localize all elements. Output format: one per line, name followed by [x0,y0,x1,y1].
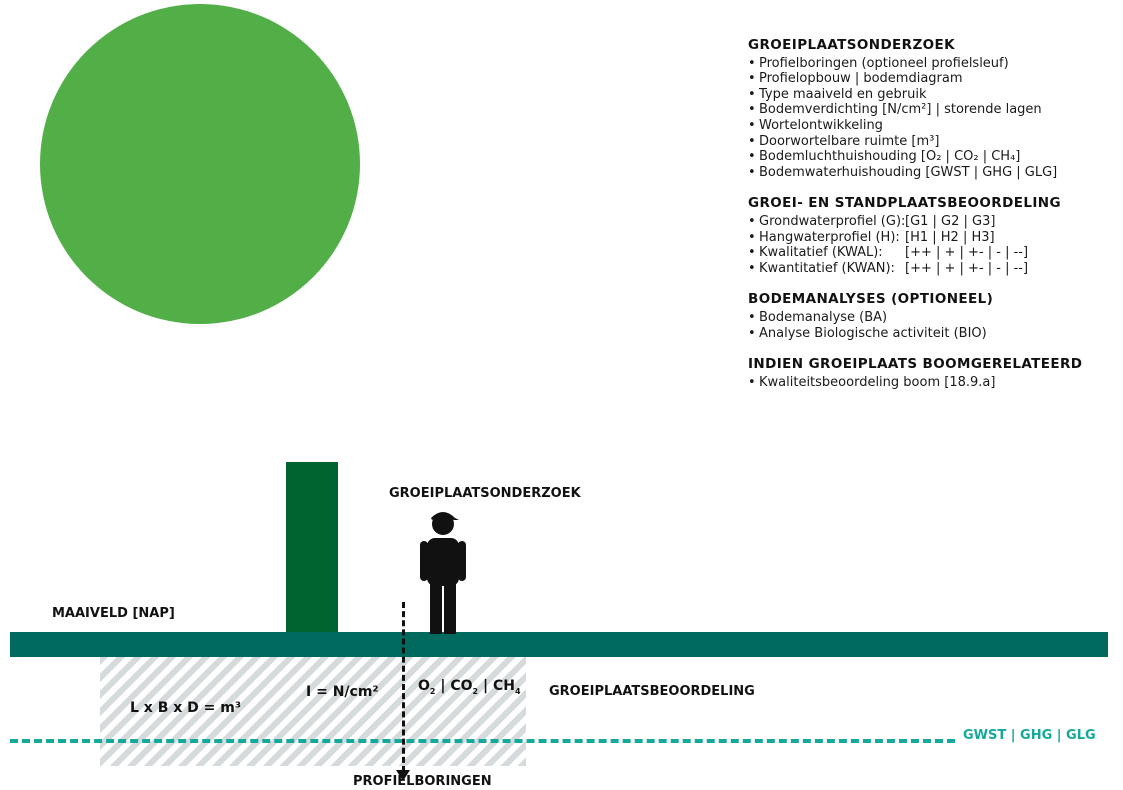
soil-block [100,657,526,766]
gas-formula: O2 | CO2 | CH4 [418,678,521,696]
section-groeiplaatsonderzoek: GROEIPLAATSONDERZOEK Profielboringen (op… [748,37,1118,181]
row-key: Kwantitatief (KWAN): [759,260,895,276]
row-value: [G1 | G2 | G3] [905,213,996,229]
list-item: Kwantitatief (KWAN): [++ | + | +- | - | -… [748,261,1118,277]
list-item: Profielboringen (optioneel profielsleuf) [748,56,1118,72]
list-item: Bodemverdichting [N/cm²] | storende lage… [748,102,1118,118]
section-title: GROEI- EN STANDPLAATSBEOORDELING [748,195,1061,212]
arrow-down-icon [396,770,410,781]
section-title: BODEMANALYSES (OPTIONEEL) [748,291,994,308]
row-key: Hangwaterprofiel (H): [759,229,900,245]
list-item: Grondwaterprofiel (G):[G1 | G2 | G3] [748,214,1118,230]
compaction-formula: I = N/cm² [306,684,379,700]
row-value: [++ | + | +- | - | --] [905,260,1029,276]
groundwater-line [10,739,955,743]
ground-surface [10,632,1108,657]
row-key: Grondwaterprofiel (G): [759,213,906,229]
section-bodemanalyses: BODEMANALYSES (OPTIONEEL) Bodemanalyse (… [748,292,1118,341]
list-item: Bodemluchthuishouding [O₂ | CO₂ | CH₄] [748,149,1118,165]
list-item: Bodemwaterhuishouding [GWST | GHG | GLG] [748,165,1118,181]
profile-boring-line [402,602,405,772]
groeiplaatsbeoordeling-label: GROEIPLAATSBEOORDELING [549,684,755,699]
section-groei-standplaatsbeoordeling: GROEI- EN STANDPLAATSBEOORDELING Grondwa… [748,196,1118,276]
list-item: Doorwortelbare ruimte [m³] [748,134,1118,150]
groeiplaatsonderzoek-label: GROEIPLAATSONDERZOEK [389,486,581,501]
list-item: Profielopbouw | bodemdiagram [748,71,1118,87]
list-item: Wortelontwikkeling [748,118,1118,134]
profielboringen-label: PROFIELBORINGEN [353,774,492,789]
list-item: Kwalitatief (KWAL): [++ | + | +- | - | --… [748,245,1118,261]
row-value: [H1 | H2 | H3] [905,229,995,245]
row-key: Kwalitatief (KWAL): [759,245,883,261]
list-item: Bodemanalyse (BA) [748,310,1118,326]
groundwater-label: GWST | GHG | GLG [963,728,1096,743]
section-boomgerelateerd: INDIEN GROEIPLAATS BOOMGERELATEERD Kwali… [748,356,1118,391]
volume-formula: L x B x D = m³ [130,700,241,716]
tree-canopy [40,4,360,324]
person-icon [420,512,466,634]
section-title: INDIEN GROEIPLAATS BOOMGERELATEERD [748,356,1083,373]
tree-trunk [286,462,338,634]
list-item: Analyse Biologische activiteit (BIO) [748,326,1118,342]
row-value: [++ | + | +- | - | --] [905,245,1029,261]
list-item: Kwaliteitsbeoordeling boom [18.9.a] [748,375,1118,391]
list-item: Hangwaterprofiel (H): [H1 | H2 | H3] [748,230,1118,246]
info-panel: GROEIPLAATSONDERZOEK Profielboringen (op… [748,37,1118,406]
section-title: GROEIPLAATSONDERZOEK [748,37,956,53]
maaiveld-label: MAAIVELD [NAP] [52,606,175,621]
list-item: Type maaiveld en gebruik [748,87,1118,103]
